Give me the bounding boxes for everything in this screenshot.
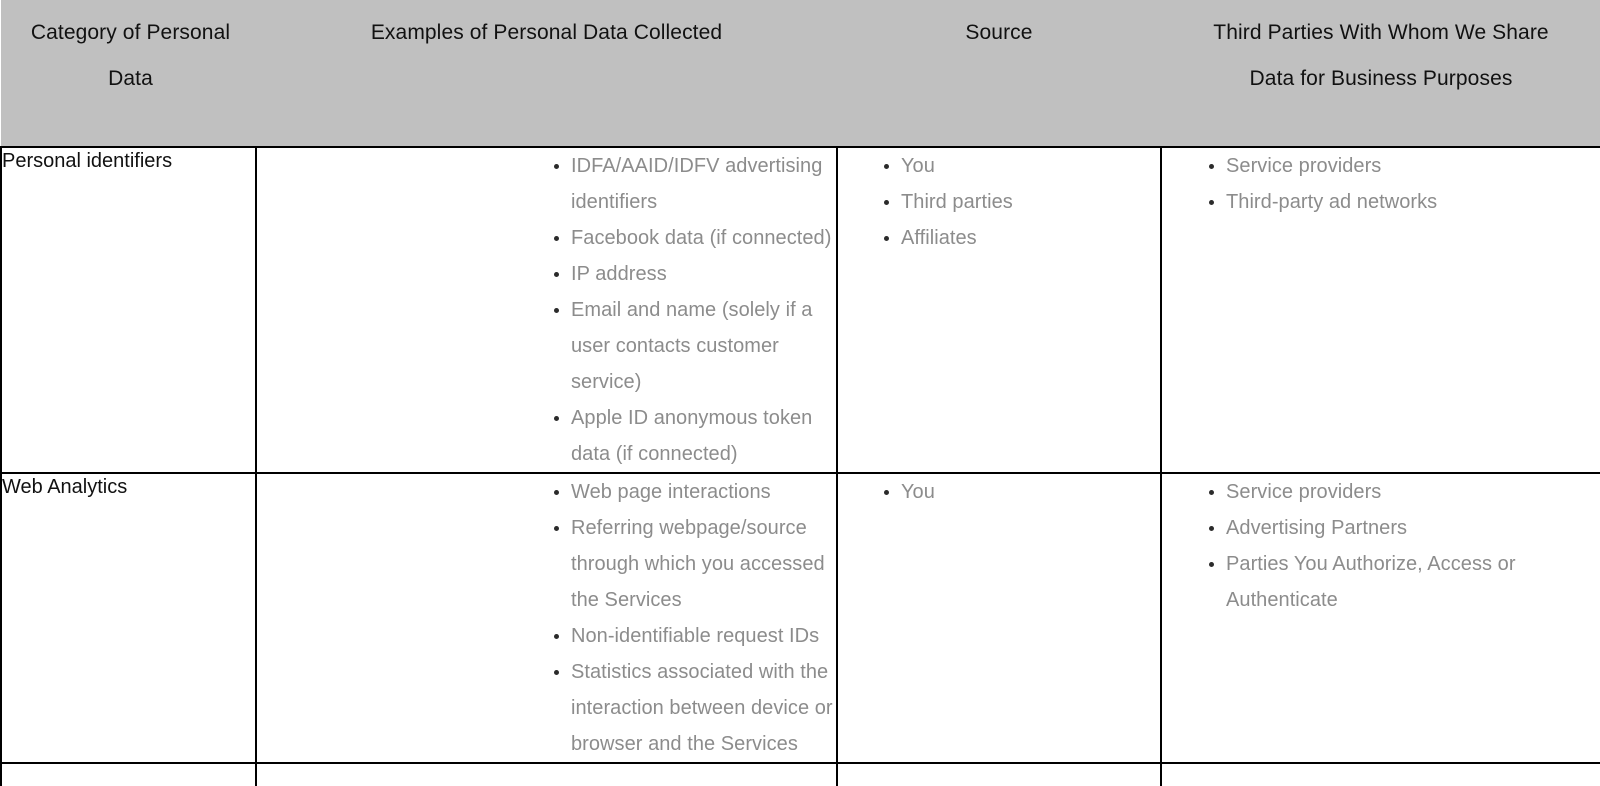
column-header-third-parties-line1: Third Parties With Whom We Share — [1213, 21, 1549, 44]
cell-category — [0, 763, 257, 786]
cell-source — [837, 763, 1162, 786]
list-item: Service providers — [1208, 474, 1600, 510]
cell-third-parties: Service providers Advertising Partners P… — [1161, 473, 1600, 764]
column-header-examples-line1: Examples of Personal Data Collected — [370, 21, 723, 44]
list-item: Service providers — [1208, 148, 1600, 184]
examples-list: Web page interactions Referring webpage/… — [553, 474, 836, 762]
column-header-source-line1: Source — [965, 21, 1033, 44]
list-item: Facebook data (if connected) — [553, 220, 836, 256]
list-item: Web page interactions — [553, 474, 836, 510]
table-header-row: Category of Personal Data Examples of Pe… — [1, 0, 1600, 148]
examples-list: IDFA/AAID/IDFV advertising identifiers F… — [553, 148, 836, 472]
category-label: Web Analytics — [2, 476, 128, 498]
cell-examples: IDFA/AAID/IDFV advertising identifiers F… — [256, 147, 838, 474]
list-item: Parties You Authorize, Access or Authent… — [1208, 546, 1600, 618]
column-header-third-parties: Third Parties With Whom We Share Data fo… — [1161, 0, 1600, 148]
third-parties-list: Service providers Third-party ad network… — [1208, 148, 1600, 220]
cell-examples — [256, 763, 838, 786]
cell-source: You Third parties Affiliates — [837, 147, 1162, 474]
list-item: You — [883, 148, 1160, 184]
list-item: IDFA/AAID/IDFV advertising identifiers — [553, 148, 836, 220]
table-row: Personal identifiers IDFA/AAID/IDFV adve… — [0, 147, 1600, 474]
list-item: Referring webpage/source through which y… — [553, 510, 836, 618]
column-header-category-line2: Data — [108, 67, 153, 90]
column-header-source: Source — [837, 0, 1161, 148]
list-item: Affiliates — [883, 220, 1160, 256]
list-item: Statistics associated with the interacti… — [553, 654, 836, 762]
list-item: Email and name (solely if a user contact… — [553, 292, 836, 400]
column-header-category-line1: Category of Personal — [30, 21, 231, 44]
source-list: You Third parties Affiliates — [883, 148, 1160, 256]
source-list: You — [883, 474, 1160, 510]
column-header-third-parties-line2: Data for Business Purposes — [1249, 67, 1513, 90]
column-header-category: Category of Personal Data — [1, 0, 256, 148]
list-item: Advertising Partners — [1208, 510, 1600, 546]
cell-examples: Web page interactions Referring webpage/… — [256, 473, 838, 764]
list-item: You — [883, 474, 1160, 510]
cell-category: Personal identifiers — [0, 147, 257, 474]
column-header-examples: Examples of Personal Data Collected — [256, 0, 837, 148]
table-row: Web Analytics Web page interactions Refe… — [0, 473, 1600, 764]
third-parties-list: Service providers Advertising Partners P… — [1208, 474, 1600, 618]
list-item: Apple ID anonymous token data (if connec… — [553, 400, 836, 472]
cell-third-parties — [1161, 763, 1600, 786]
list-item: Third-party ad networks — [1208, 184, 1600, 220]
list-item: Third parties — [883, 184, 1160, 220]
cell-source: You — [837, 473, 1162, 764]
cell-third-parties: Service providers Third-party ad network… — [1161, 147, 1600, 474]
table-row-partial — [0, 763, 1600, 786]
cell-category: Web Analytics — [0, 473, 257, 764]
list-item: Non-identifiable request IDs — [553, 618, 836, 654]
list-item: IP address — [553, 256, 836, 292]
category-label: Personal identifiers — [2, 150, 173, 172]
